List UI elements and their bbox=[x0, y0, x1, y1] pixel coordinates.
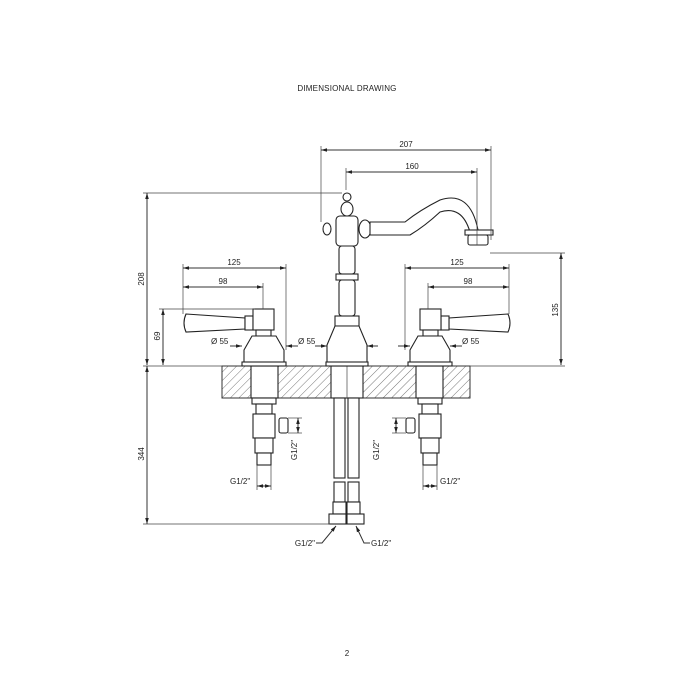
left-valve-below bbox=[251, 397, 289, 466]
dim-lever-left: 98 bbox=[219, 277, 228, 286]
supply-hoses bbox=[328, 397, 365, 525]
dim-below-deck: 344 bbox=[137, 447, 146, 461]
dim-handle-height: 69 bbox=[153, 331, 162, 340]
spout-body bbox=[322, 192, 494, 367]
dim-outlet-left: G1/2" bbox=[290, 440, 299, 460]
dim-handle-span-right: 125 bbox=[450, 258, 464, 267]
dim-spout-reach: 160 bbox=[405, 162, 419, 171]
right-handle bbox=[407, 308, 511, 367]
right-valve-below bbox=[405, 397, 443, 466]
dim-overall-reach: 207 bbox=[399, 140, 413, 149]
dim-outlet-right: G1/2" bbox=[372, 440, 381, 460]
page-number: 2 bbox=[345, 649, 350, 658]
dim-hose-left: G1/2" bbox=[295, 539, 315, 548]
dimension-lines bbox=[143, 146, 565, 544]
dim-total-height: 208 bbox=[137, 272, 146, 286]
dim-base-diameter-right: Ø 55 bbox=[462, 337, 480, 346]
dim-base-diameter-left: Ø 55 bbox=[211, 337, 229, 346]
dim-base-diameter-center: Ø 55 bbox=[298, 337, 316, 346]
dim-inlet-right: G1/2" bbox=[440, 477, 460, 486]
drawing-title: DIMENSIONAL DRAWING bbox=[297, 84, 396, 93]
deck-section bbox=[221, 365, 471, 399]
dim-inlet-left: G1/2" bbox=[230, 477, 250, 486]
dim-spout-height: 135 bbox=[551, 303, 560, 317]
dim-handle-span-left: 125 bbox=[227, 258, 241, 267]
dim-lever-right: 98 bbox=[464, 277, 473, 286]
left-handle bbox=[183, 308, 287, 367]
dim-hose-right: G1/2" bbox=[371, 539, 391, 548]
